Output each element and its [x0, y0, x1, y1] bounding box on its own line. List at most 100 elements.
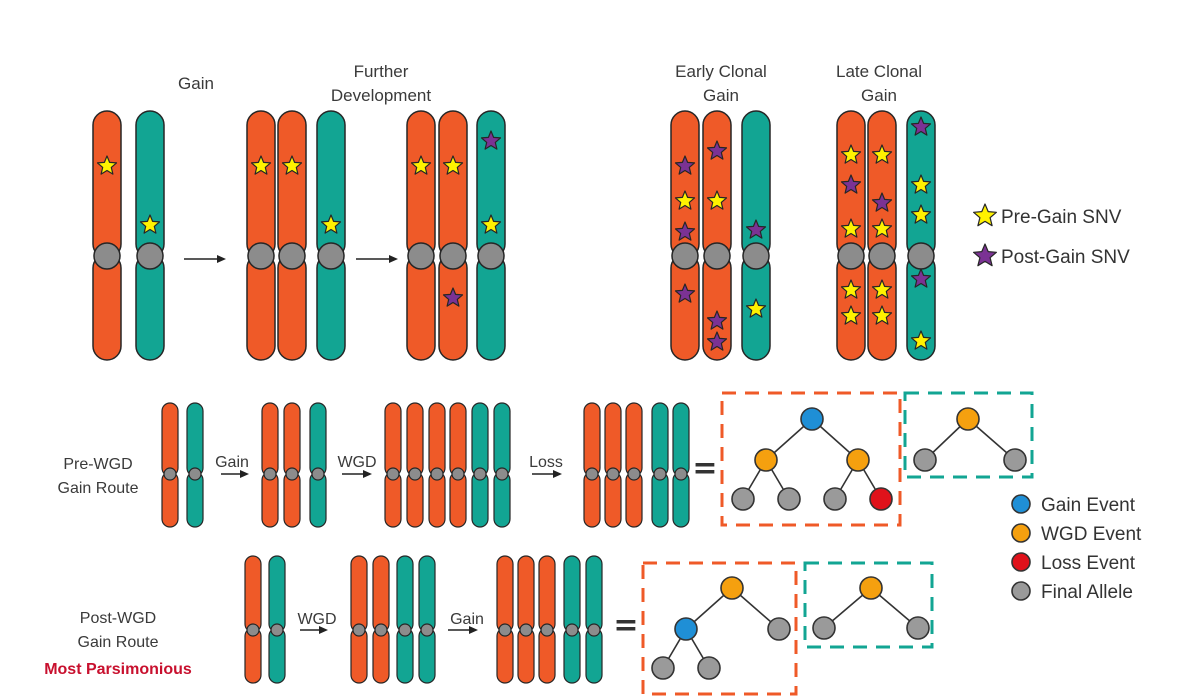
- gain-event-node: [800, 407, 824, 431]
- pre-step-gain: Gain: [215, 454, 249, 471]
- right-arrow-icon: [184, 255, 226, 263]
- wgd-event-node: [720, 576, 744, 600]
- loss-event-dot: [1011, 552, 1031, 572]
- final-allele-node: [651, 656, 675, 680]
- centromere: [352, 623, 366, 637]
- gain-event-dot: [1011, 494, 1031, 514]
- chromosome-arm-upper: [261, 402, 279, 477]
- chromosome-arm-upper: [418, 555, 436, 633]
- centromere: [627, 467, 641, 481]
- yellow-star-icon: [442, 155, 464, 175]
- wgd-event-node: [859, 576, 883, 600]
- yellow-star-icon: [745, 298, 767, 318]
- event-tree: [812, 576, 930, 640]
- centromere: [408, 467, 422, 481]
- final-allele-dot: [1011, 581, 1031, 601]
- orange-chromosome: [92, 110, 122, 361]
- yellow-star-icon: [910, 330, 932, 350]
- chromosome-arm-upper: [867, 110, 897, 259]
- purple-star-icon: [910, 116, 932, 136]
- yellow-star-icon: [480, 214, 502, 234]
- event-tree: [651, 576, 791, 680]
- teal-chromosome: [186, 402, 204, 528]
- yellow-star-icon: [250, 155, 272, 175]
- purple-star-icon: [972, 243, 998, 267]
- chromosome-arm-upper: [283, 402, 301, 477]
- centromere: [407, 242, 435, 270]
- chromosome-arm-upper: [92, 110, 122, 259]
- purple-star-icon: [706, 140, 728, 160]
- legend-post-gain-snv: Post-Gain SNV: [1001, 247, 1130, 268]
- yellow-star-icon: [871, 279, 893, 299]
- arrow-head: [319, 626, 328, 634]
- label-gain: Gain: [178, 74, 214, 93]
- event-tree: [913, 407, 1027, 472]
- label-further-line2: Development: [331, 86, 431, 105]
- yellow-star-icon: [674, 190, 696, 210]
- centromere: [386, 467, 400, 481]
- chromosome-arm-upper: [449, 402, 467, 477]
- purple-star-icon: [674, 221, 696, 241]
- arrow-head: [469, 626, 478, 634]
- gain-event-node: [674, 617, 698, 641]
- teal-chromosome: [268, 555, 286, 684]
- orange-chromosome: [372, 555, 390, 684]
- post-wgd-label-line1: Post-WGD: [80, 610, 156, 627]
- centromere: [565, 623, 579, 637]
- arrow-head: [240, 470, 249, 478]
- right-arrow-icon: [221, 470, 249, 478]
- final-allele-node: [731, 487, 755, 511]
- final-allele-node: [777, 487, 801, 511]
- orange-chromosome: [438, 110, 468, 361]
- orange-chromosome: [406, 110, 436, 361]
- yellow-star-icon: [871, 144, 893, 164]
- yellow-star-icon: [281, 155, 303, 175]
- yellow-star-icon: [972, 203, 998, 227]
- chromosome-arm-lower: [135, 253, 165, 361]
- centromere: [742, 242, 770, 270]
- orange-chromosome: [161, 402, 179, 528]
- orange-chromosome: [449, 402, 467, 528]
- chromosome-arm-upper: [563, 555, 581, 633]
- teal-chromosome: [476, 110, 506, 361]
- chromosome-arm-upper: [428, 402, 446, 477]
- orange-chromosome: [428, 402, 446, 528]
- chromosome-arm-upper: [350, 555, 368, 633]
- legend-final-allele: Final Allele: [1041, 582, 1133, 603]
- teal-chromosome: [651, 402, 669, 528]
- chromosome-arm-upper: [585, 555, 603, 633]
- dashed-box: [803, 561, 934, 649]
- teal-chromosome: [309, 402, 327, 528]
- chromosome-arm-upper: [372, 555, 390, 633]
- chromosome-arm-upper: [135, 110, 165, 259]
- centromere: [498, 623, 512, 637]
- centromere: [519, 623, 533, 637]
- centromere: [270, 623, 284, 637]
- teal-chromosome: [316, 110, 346, 361]
- orange-chromosome: [277, 110, 307, 361]
- chromosome-arm-upper: [604, 402, 622, 477]
- chromosome-arm-lower: [670, 253, 700, 361]
- label-late-line1: Late Clonal: [836, 62, 922, 81]
- teal-chromosome: [396, 555, 414, 684]
- orange-chromosome: [261, 402, 279, 528]
- centromere: [671, 242, 699, 270]
- centromere: [439, 242, 467, 270]
- right-arrow-icon: [342, 470, 372, 478]
- centromere: [473, 467, 487, 481]
- yellow-star-icon: [139, 214, 161, 234]
- legend-loss-event: Loss Event: [1041, 553, 1136, 574]
- orange-chromosome: [350, 555, 368, 684]
- purple-star-icon: [674, 155, 696, 175]
- chromosome-arm-upper: [277, 110, 307, 259]
- orange-chromosome: [244, 555, 262, 684]
- equals-sign-icon: =: [692, 451, 717, 486]
- centromere: [606, 467, 620, 481]
- orange-chromosome: [583, 402, 601, 528]
- legend-wgd-event: WGD Event: [1041, 524, 1142, 545]
- centromere: [420, 623, 434, 637]
- yellow-star-icon: [840, 305, 862, 325]
- teal-chromosome: [906, 110, 936, 361]
- centromere: [585, 467, 599, 481]
